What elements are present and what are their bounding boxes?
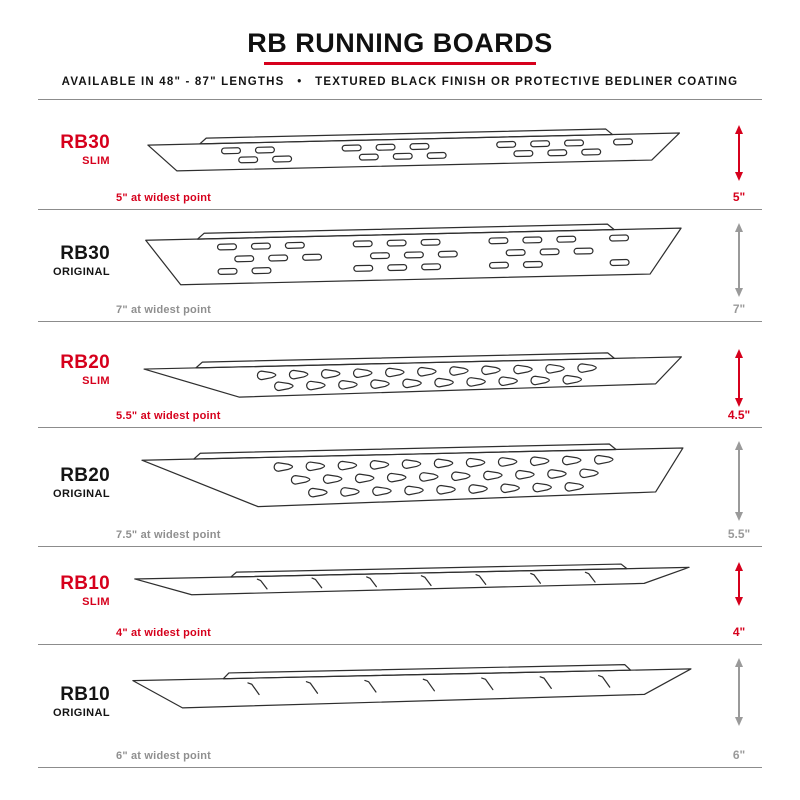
height-dimension-label: 7" — [732, 302, 746, 316]
board-drawing-area: 4" at widest point — [110, 547, 716, 644]
height-dimension: 4.5" — [716, 322, 762, 427]
variant-name: ORIGINAL — [53, 266, 110, 278]
board-drawing-area: 5.5" at widest point — [110, 322, 716, 427]
height-dimension: 5" — [716, 100, 762, 209]
board-section-rb30-original: RB30 ORIGINAL — [38, 210, 762, 322]
variant-name: SLIM — [82, 375, 110, 387]
height-dimension-label: 6" — [732, 748, 746, 762]
page-title: RB RUNNING BOARDS — [247, 28, 553, 58]
height-dimension-label: 5" — [732, 190, 746, 204]
board-section-rb10-slim: RB10 SLIM 4" at widest point 4" — [38, 547, 762, 645]
page-header: RB RUNNING BOARDS AVAILABLE IN 48" - 87"… — [38, 0, 762, 100]
height-dimension-arrow — [734, 223, 743, 297]
board-drawing-area: 7.5" at widest point — [110, 428, 716, 546]
model-label-group: RB30 ORIGINAL — [38, 210, 110, 321]
height-dimension: 4" — [716, 547, 762, 644]
board-section-rb20-slim: RB20 SLIM 5.5" at widest point — [38, 322, 762, 428]
board-drawing-area: 7" at widest point — [110, 210, 716, 321]
model-name: RB30 — [60, 243, 110, 264]
variant-name: ORIGINAL — [53, 487, 110, 500]
page-subtitle: AVAILABLE IN 48" - 87" LENGTHS • TEXTURE… — [61, 76, 739, 88]
model-name: RB10 — [60, 573, 110, 594]
height-dimension-arrow — [734, 125, 743, 181]
board-drawing-area: 6" at widest point — [110, 645, 716, 767]
model-label-group: RB30 SLIM — [38, 100, 110, 209]
variant-name: SLIM — [82, 155, 110, 167]
variant-name: ORIGINAL — [53, 706, 110, 719]
model-name: RB20 — [60, 464, 110, 486]
height-dimension-arrow — [734, 349, 743, 407]
height-dimension-label: 4.5" — [727, 408, 751, 422]
width-annotation: 7.5" at widest point — [116, 529, 221, 541]
board-section-rb10-original: RB10 ORIGINAL 6" at widest point 6" — [38, 645, 762, 768]
model-label-group: RB20 ORIGINAL — [38, 428, 110, 546]
model-name: RB20 — [60, 352, 110, 373]
model-label-group: RB20 SLIM — [38, 322, 110, 427]
rb30-original-board-drawing — [145, 223, 682, 286]
height-dimension: 7" — [716, 210, 762, 321]
width-annotation: 6" at widest point — [116, 750, 211, 762]
model-label-group: RB10 ORIGINAL — [38, 645, 110, 767]
height-dimension: 5.5" — [716, 428, 762, 546]
height-dimension-arrow — [734, 658, 743, 726]
width-annotation: 5" at widest point — [116, 192, 211, 204]
rb20-slim-board-drawing — [143, 352, 682, 398]
variant-name: SLIM — [82, 596, 110, 608]
height-dimension-arrow — [734, 441, 743, 521]
height-dimension: 6" — [716, 645, 762, 767]
rb10-original-board-drawing — [132, 664, 692, 709]
width-annotation: 4" at widest point — [116, 627, 211, 639]
model-name: RB10 — [60, 683, 110, 705]
height-dimension-arrow — [734, 562, 743, 606]
title-underline — [264, 62, 536, 65]
board-drawing-area: 5" at widest point — [110, 100, 716, 209]
rb10-slim-board-drawing — [134, 563, 690, 596]
board-section-rb30-slim: RB30 SLIM 5" at widest po — [38, 100, 762, 210]
height-dimension-label: 4" — [732, 625, 746, 639]
model-name: RB30 — [60, 132, 110, 153]
width-annotation: 5.5" at widest point — [116, 410, 221, 422]
height-dimension-label: 5.5" — [727, 527, 751, 541]
width-annotation: 7" at widest point — [116, 304, 211, 316]
rb30-slim-board-drawing — [147, 128, 681, 172]
rb20-original-board-drawing — [141, 443, 684, 508]
board-section-rb20-original: RB20 ORIGINAL — [38, 428, 762, 547]
model-label-group: RB10 SLIM — [38, 547, 110, 644]
